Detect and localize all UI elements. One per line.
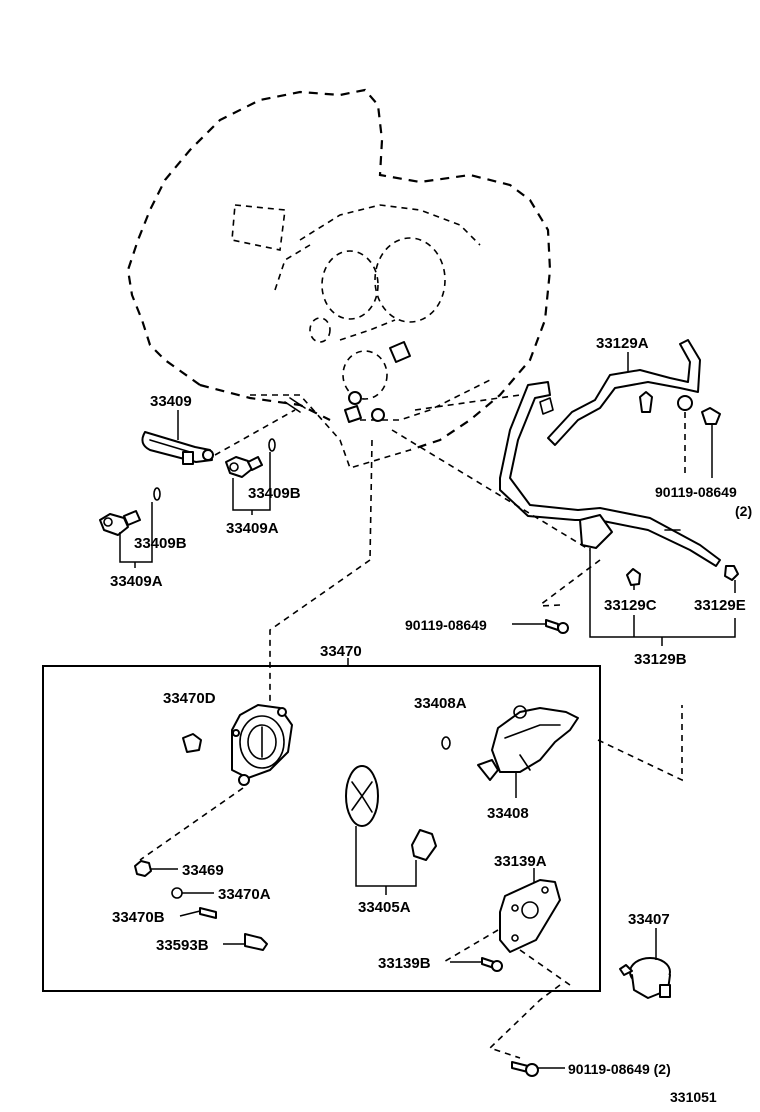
label-33139A: 33139A [494,853,547,870]
label-33409: 33409 [150,393,192,410]
label-33470D: 33470D [163,690,216,707]
part-33469 [134,860,178,877]
part-90119-bolt-top [701,407,721,478]
part-33405A-clip [411,829,437,861]
label-33593B: 33593B [156,937,209,954]
label-33129C: 33129C [604,597,657,614]
label-33407: 33407 [628,911,670,928]
label-33409A-upper: 33409A [226,520,279,537]
label-33129A: 33129A [596,335,649,352]
label-33409B-lower: 33409B [134,535,187,552]
transaxle-housing [126,88,552,469]
label-90119-top: 90119-08649 [655,484,737,500]
part-33129C [626,568,641,586]
label-33129E: 33129E [694,597,746,614]
label-33408A: 33408A [414,695,467,712]
part-33409B-upper-gasket [268,438,276,452]
part-33129A-pipe [547,339,701,446]
label-33469: 33469 [182,862,224,879]
part-33139B [450,957,503,972]
label-33409A-lower: 33409A [110,573,163,590]
part-33409A-lower [99,510,141,536]
label-33409B-upper: 33409B [248,485,301,502]
part-33409A-upper [225,456,263,478]
part-33408 [477,705,579,781]
part-33470B [179,907,217,919]
part-33129E [724,565,739,581]
label-90119-top-qty: (2) [735,503,752,519]
label-90119-bottom: 90119-08649 (2) [568,1061,671,1077]
part-90119-bolt-bottom [511,1061,565,1077]
label-90119-mid: 90119-08649 [405,617,487,633]
kit-box-33470 [42,665,601,992]
label-33405A: 33405A [358,899,411,916]
part-33470D [182,733,202,753]
part-33139A [499,879,561,953]
part-90119-bolt-mid [512,604,569,634]
label-33470A: 33470A [218,886,271,903]
part-33409B-lower-gasket [153,487,161,501]
part-33409 [141,431,214,465]
part-33405A-disc [345,765,379,827]
label-33470: 33470 [320,643,362,660]
label-33470B: 33470B [112,909,165,926]
part-33593B [223,933,268,951]
part-33408A-oring [441,736,451,750]
label-33408: 33408 [487,805,529,822]
diagram-number: 331051 [670,1089,717,1105]
label-33139B: 33139B [378,955,431,972]
part-33470A [171,887,214,899]
part-33407 [619,957,671,999]
part-33129-pipe-lower [499,381,721,567]
part-selector-housing [231,704,293,786]
label-33129B: 33129B [634,651,687,668]
